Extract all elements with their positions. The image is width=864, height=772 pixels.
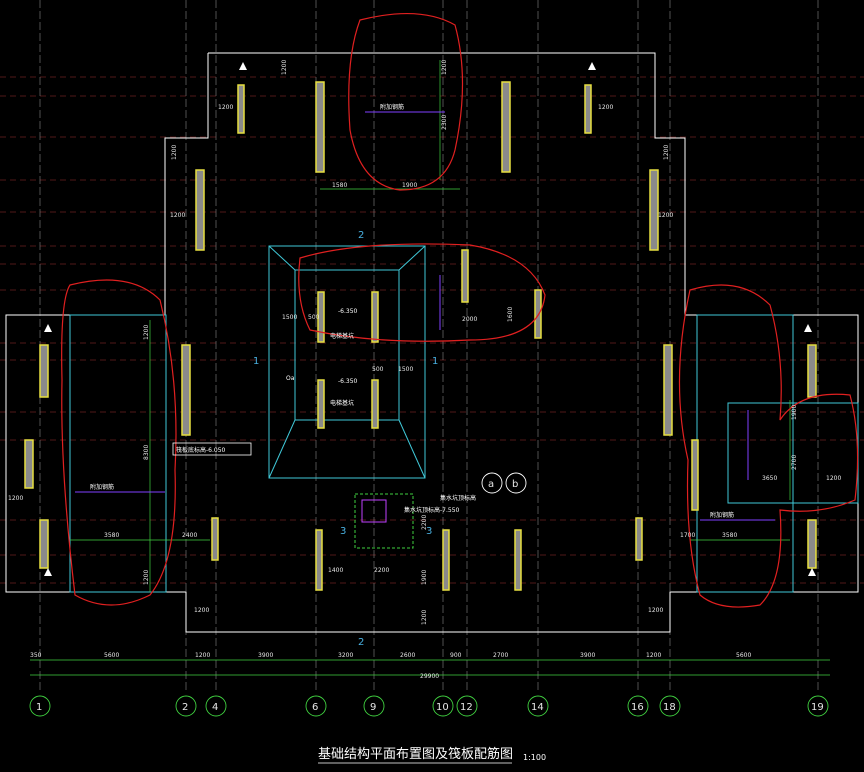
drawing-scale: 1:100	[523, 753, 546, 762]
dim-mid-1200: 1200	[421, 610, 428, 625]
axis-9: 9	[370, 702, 376, 713]
rebar-lines	[75, 111, 775, 521]
dimension-text: 350 5600 1200 3900 3200 2600 900 2700 39…	[8, 104, 841, 680]
foundation-outline	[5, 52, 859, 633]
section-1-right: 1	[432, 356, 438, 367]
dim-top-1200-right: 1200	[598, 104, 613, 111]
dim-top-2300: 2300	[441, 115, 448, 130]
dim-right-1200-low: 1200	[648, 607, 663, 614]
axis-2: 2	[182, 702, 188, 713]
raft-bottom-elevation-note: 筏板底标高-6.050	[176, 446, 226, 454]
dim-top-1200-c: 1200	[441, 60, 448, 75]
axis-a: a	[488, 479, 494, 490]
dim-mid-1600: 1600	[507, 307, 514, 322]
dim-top-1200-left: 1200	[218, 104, 233, 111]
dim-right-1900: 1900	[791, 405, 798, 420]
dim-left-1200-low: 1200	[194, 607, 209, 614]
axis-16: 16	[631, 702, 644, 713]
dim-900: 900	[450, 652, 462, 659]
lift-pit-top-label: 电梯基坑	[330, 332, 354, 340]
oa-label: Oa	[286, 375, 295, 382]
core-raft	[69, 245, 859, 593]
dim-2600: 2600	[400, 652, 415, 659]
section-2-top: 2	[358, 230, 364, 241]
axis-10: 10	[436, 702, 449, 713]
section-3-left: 3	[340, 526, 346, 537]
dim-left-1200-side: 1200	[8, 495, 23, 502]
dim-1900: 1900	[402, 182, 417, 189]
dim-mid-1500-b: 1500	[398, 366, 413, 373]
dim-mid-1400: 1400	[328, 567, 343, 574]
dim-left-3580: 3580	[104, 532, 119, 539]
elevation-top-label: -6.350	[338, 308, 358, 315]
sump-elevation-note: 集水坑顶标高-7.550	[404, 506, 460, 514]
dim-5600-left: 5600	[104, 652, 119, 659]
drawing-title: 基础结构平面布置图及筏板配筋图	[318, 746, 513, 762]
dim-1200-left: 1200	[195, 652, 210, 659]
dim-left-1200-b: 1200	[171, 145, 178, 160]
dim-overall: 29900	[420, 673, 439, 680]
axis-1: 1	[36, 702, 42, 713]
section-3-right: 3	[426, 526, 432, 537]
dim-left-1200-a: 1200	[143, 325, 150, 340]
dim-3900-right: 3900	[580, 652, 595, 659]
dim-1200-right: 1200	[646, 652, 661, 659]
dim-mid-1900: 1900	[421, 570, 428, 585]
dim-mid-2200: 2200	[374, 567, 389, 574]
dim-right-1700: 1700	[680, 532, 695, 539]
dim-side-1200-left: 1200	[170, 212, 185, 219]
dim-right-1200: 1200	[826, 475, 841, 482]
axis-b: b	[512, 479, 518, 490]
rebar-left-label: 附加钢筋	[90, 483, 114, 491]
section-markers: 1 1 2 2 3 3	[253, 230, 438, 648]
dim-left-8300: 8300	[143, 445, 150, 460]
dim-1580: 1580	[332, 182, 347, 189]
lift-pit-bottom-label: 电梯基坑	[330, 399, 354, 407]
axis-18: 18	[663, 702, 676, 713]
axis-6: 6	[312, 702, 318, 713]
section-1-left: 1	[253, 356, 259, 367]
revision-clouds	[61, 13, 859, 608]
dim-mid-2200-v: 2200	[421, 515, 428, 530]
dim-2700: 2700	[493, 652, 508, 659]
axis-12: 12	[460, 702, 473, 713]
sump-top-label: 集水坑顶标高	[440, 494, 476, 502]
axis-4: 4	[212, 702, 218, 713]
dim-left-1200-e: 1200	[143, 570, 150, 585]
axis-bubbles	[29, 472, 829, 717]
axis-14: 14	[531, 702, 544, 713]
annotations: -6.350 -6.350 电梯基坑 电梯基坑 筏板底标高-6.050 集水坑顶…	[90, 103, 734, 519]
dim-350: 350	[30, 652, 42, 659]
level-markers	[44, 62, 816, 576]
dim-right-3650: 3650	[762, 475, 777, 482]
dim-top-1200-a: 1200	[281, 60, 288, 75]
dimension-lines	[30, 60, 830, 676]
rebar-right-label: 附加钢筋	[710, 511, 734, 519]
dim-3900-left: 3900	[258, 652, 273, 659]
rebar-top-label: 附加钢筋	[380, 103, 404, 111]
dim-left-1200-c: 1200	[663, 145, 670, 160]
sump-pit	[354, 493, 414, 549]
dim-left-2400: 2400	[182, 532, 197, 539]
dim-mid-500-a: 500	[308, 314, 320, 321]
dim-right-3580: 3580	[722, 532, 737, 539]
walls	[24, 81, 817, 591]
dim-3200: 3200	[338, 652, 353, 659]
dim-mid-2000: 2000	[462, 316, 477, 323]
axis-labels: 1 2 4 6 9 10 12 14 16 18 19 a b	[36, 479, 824, 713]
vertical-dimension-text: 8300 1200 1200 2300 1200 1200 1200 1200 …	[143, 60, 798, 625]
dim-mid-1500-a: 1500	[282, 314, 297, 321]
section-2-bottom: 2	[358, 637, 364, 648]
vertical-grid-lines	[39, 0, 819, 690]
dim-5600-right: 5600	[736, 652, 751, 659]
dim-right-2700: 2700	[791, 455, 798, 470]
axis-19: 19	[811, 702, 824, 713]
dim-side-1200-right: 1200	[658, 212, 673, 219]
dim-mid-500-b: 500	[372, 366, 384, 373]
elevation-mid-label: -6.350	[338, 378, 358, 385]
